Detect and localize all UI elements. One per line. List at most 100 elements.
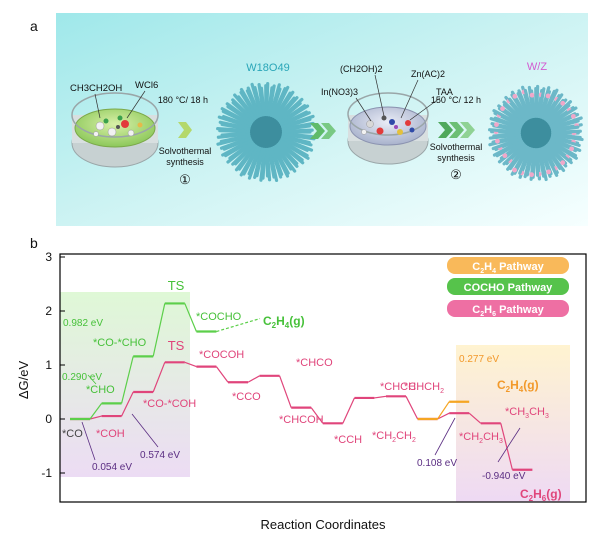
connector	[405, 396, 419, 420]
urchin-spike	[236, 95, 257, 120]
urchin-spike	[274, 90, 295, 120]
ch2ch2-label: *CH2CH2	[372, 430, 416, 444]
urchin-spike	[247, 146, 262, 176]
connector	[437, 412, 450, 420]
cocoh-label: *COCOH	[199, 349, 244, 361]
urchin-particle	[570, 113, 576, 119]
urchin-spike	[277, 141, 305, 165]
x-axis-label: Reaction Coordinates	[260, 517, 386, 532]
urchin-spike	[259, 86, 266, 117]
urchin-spike	[231, 98, 256, 122]
energy-0290: 0.290 eV	[62, 372, 102, 383]
coh-label: *COH	[96, 428, 125, 440]
reagent-taa: TAA	[436, 87, 453, 97]
legend-cocho: COCHO Pathway	[464, 282, 554, 294]
urchin-spike	[550, 119, 580, 130]
urchin-spike	[220, 107, 253, 126]
urchin-spike	[502, 143, 526, 166]
cco-label: *CCO	[232, 391, 261, 403]
urchin-spike	[276, 143, 299, 168]
panel-b-label: b	[30, 235, 38, 251]
common-labels: *CO *COH	[62, 428, 125, 440]
urchin-spike	[492, 139, 523, 157]
step-2-method-line2: synthesis	[437, 153, 475, 163]
step-1-method-line2: synthesis	[166, 157, 204, 167]
product-wz: W/Z	[527, 61, 547, 73]
connector	[184, 303, 197, 332]
urchin-spike	[492, 132, 521, 138]
urchin-spike	[551, 125, 580, 133]
urchin-particle	[546, 169, 552, 175]
urchin-spike	[221, 138, 253, 157]
cocho-highlight-region	[60, 292, 190, 477]
urchin-spike	[280, 137, 309, 152]
cho-label: *CHO	[86, 384, 115, 396]
chch-label: *CHCH	[380, 381, 416, 393]
urchin-spike	[537, 147, 546, 178]
dish-1-illustration	[71, 92, 159, 168]
connector	[279, 375, 292, 408]
urchin-spike	[281, 135, 313, 147]
legend-c2h4: C2H4 Pathway	[472, 261, 544, 275]
connector	[89, 402, 103, 420]
urchin-spike	[508, 97, 528, 122]
urchin-spike	[279, 139, 310, 160]
step-2-arrow-icon	[438, 122, 475, 138]
urchin-spike	[541, 88, 559, 120]
urchin-spike	[280, 111, 311, 127]
urchin-spike	[253, 147, 264, 179]
urchin-spike	[281, 132, 316, 141]
y-axis-label: ΔG/eV	[16, 361, 31, 400]
urchin-spike	[219, 134, 251, 144]
product-w18o49: W18O49	[246, 62, 289, 74]
reagent-zinc-acetate: Zn(AC)2	[411, 69, 445, 79]
wz-urchin-illustration	[488, 84, 584, 182]
y-tick-label: 0	[45, 412, 52, 426]
urchin-spike	[234, 144, 257, 172]
urchin-spike	[523, 88, 534, 119]
connector	[374, 395, 387, 399]
urchin-particle	[569, 146, 575, 152]
urchin-spike	[534, 84, 540, 118]
urchin-spike	[218, 120, 251, 130]
intermediate-arrow-icon	[310, 123, 336, 139]
dish-2-illustration	[347, 92, 429, 165]
legend: C2H4 Pathway COCHO Pathway C2H6 Pathway	[447, 257, 569, 318]
urchin-spike	[493, 116, 522, 129]
connector	[152, 362, 166, 393]
urchin-spike	[550, 136, 581, 147]
urchin-spike	[216, 127, 251, 133]
legend-swatch-c2h4	[447, 257, 569, 274]
legend-swatch-c2h6	[447, 300, 569, 317]
ts-green-label: TS	[168, 278, 185, 293]
urchin-particle	[500, 106, 505, 112]
urchin-spike	[231, 142, 256, 166]
urchin-spike	[523, 147, 534, 179]
ts-pink-label: TS	[168, 338, 185, 353]
urchin-particle	[529, 172, 535, 178]
urchin-spike	[246, 86, 262, 118]
urchin-spike	[267, 147, 276, 179]
urchin-spike	[281, 128, 314, 133]
urchin-spike	[220, 131, 251, 137]
connector	[437, 401, 450, 420]
c2h4-labels: 0.277 eV C2H4(g)	[459, 354, 539, 394]
step-2-number: ②	[450, 167, 462, 182]
urchin-spike	[543, 93, 564, 121]
urchin-spike	[506, 144, 528, 171]
connector	[342, 397, 355, 424]
urchin-particle	[502, 153, 508, 159]
urchin-spike	[272, 85, 290, 118]
urchin-particle	[495, 138, 500, 144]
urchin-spike	[225, 102, 254, 124]
urchin-spike	[281, 124, 312, 132]
co-cho-label: *CO-*CHO	[93, 337, 147, 349]
urchin-spike	[551, 129, 582, 134]
step-2-method-line1: Solvothermal	[430, 142, 483, 152]
urchin-spike	[537, 87, 546, 119]
urchin-particle	[494, 122, 499, 127]
urchin-spike	[547, 142, 573, 165]
connector	[184, 361, 197, 368]
connector	[468, 412, 482, 424]
